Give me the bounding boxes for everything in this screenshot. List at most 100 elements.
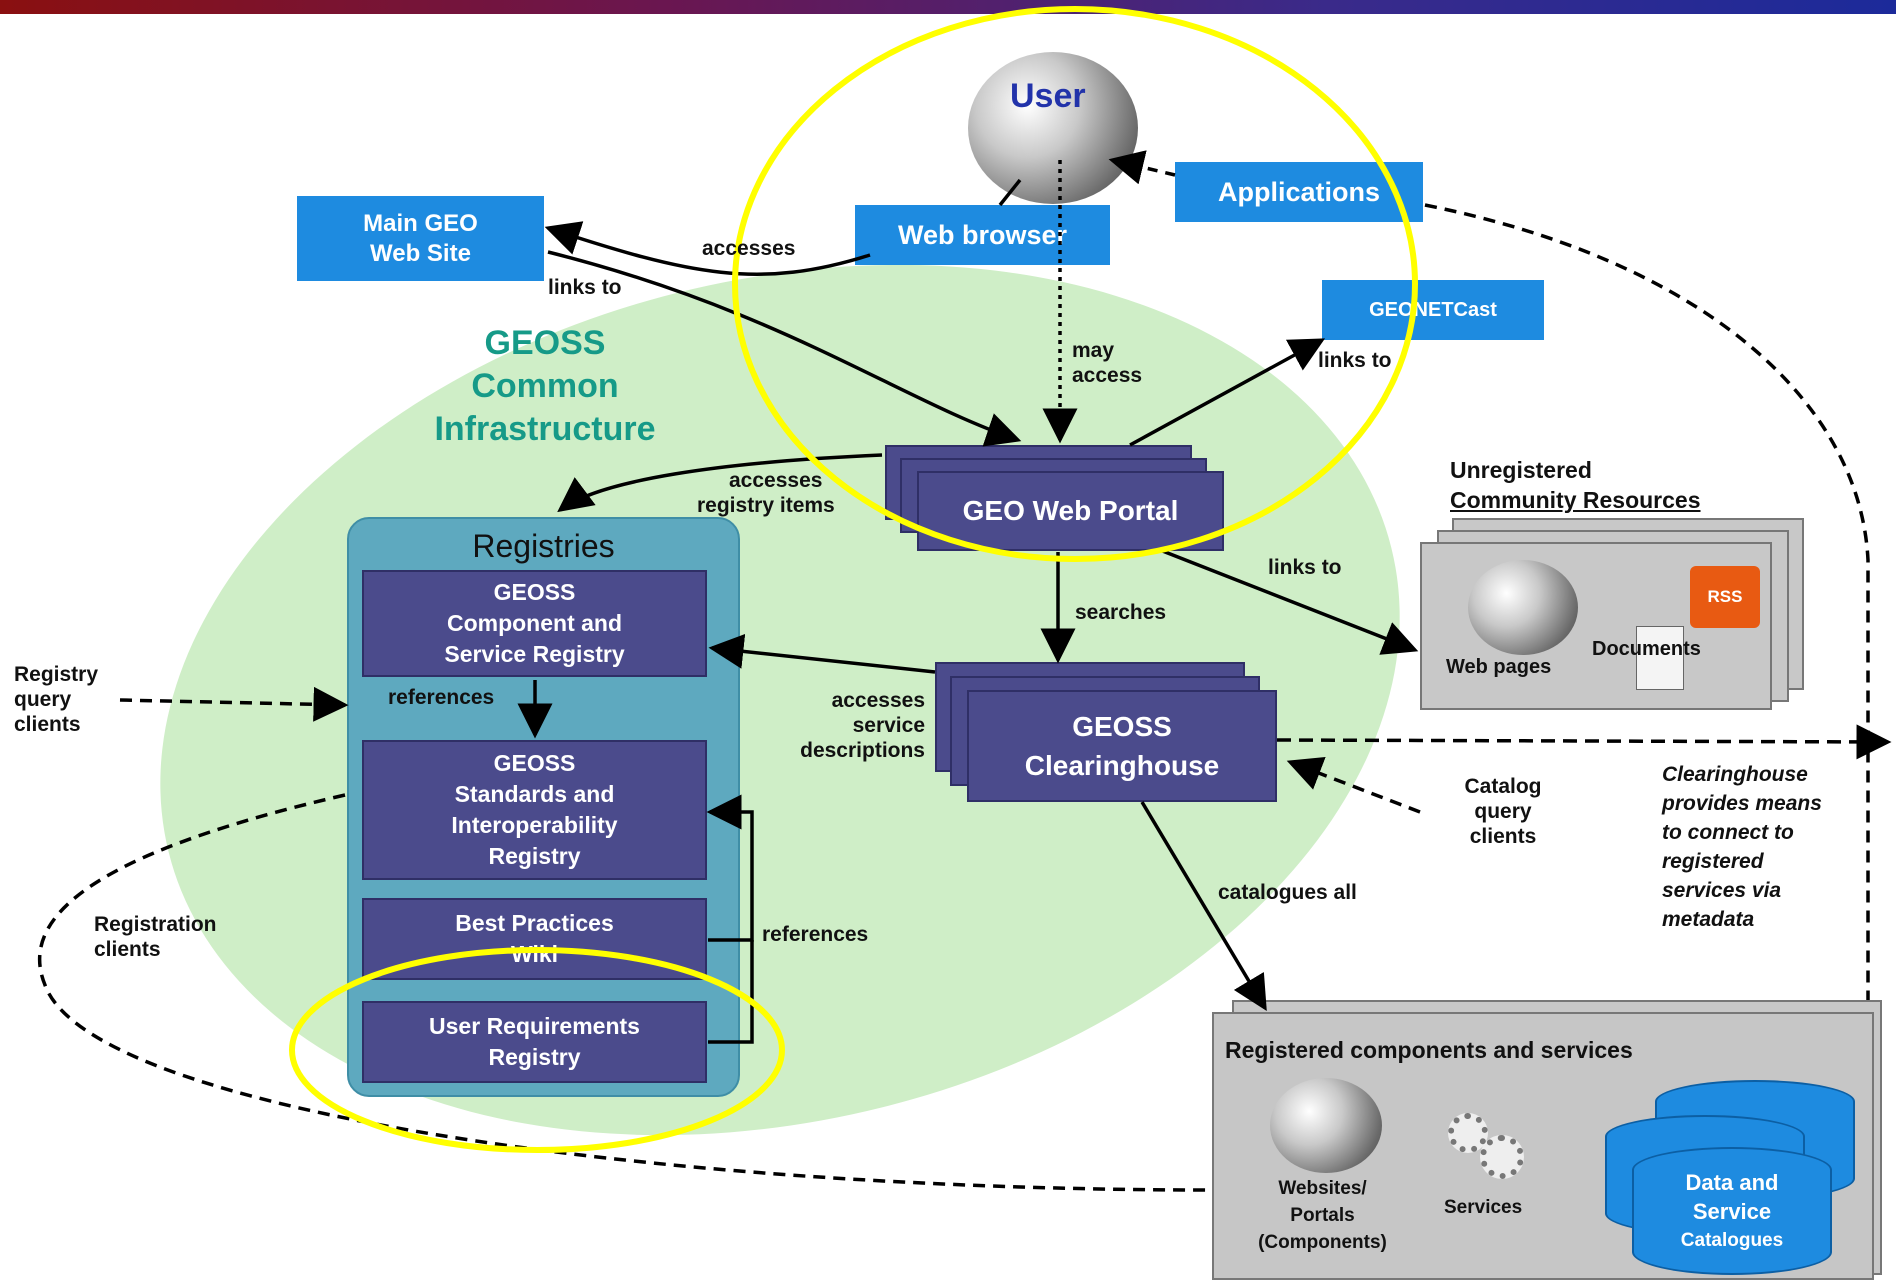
edge-registration-clients-loop (37, 793, 1211, 1192)
websites-globe-icon (1270, 1078, 1382, 1173)
edge-label-links-to-geonetcast: links to (1318, 349, 1392, 372)
user-requirements-registry-node: User Requirements Registry (362, 1001, 707, 1083)
label-line: query (14, 688, 72, 711)
node-line: Component and (446, 610, 623, 636)
web-pages-globe-icon (1468, 560, 1578, 655)
label-line: Data and (1685, 1169, 1779, 1195)
node-line: Interoperability (451, 812, 618, 838)
label-line: clients (14, 713, 81, 736)
edge-label-searches: searches (1075, 601, 1167, 624)
node-line: GEOSS (1072, 711, 1172, 742)
node-line: Registry (488, 1044, 581, 1070)
edge-browser-main-site (544, 221, 871, 276)
note-line: registered (1662, 850, 1764, 873)
edge-label-accesses-service-descriptions: accesses service descriptions (755, 688, 925, 763)
edge-portal-geonetcast (1129, 338, 1326, 447)
title-line: Unregistered (1450, 457, 1592, 483)
label-line: Websites/ (1278, 1178, 1367, 1199)
catalog-query-clients-label: Catalog query clients (1448, 774, 1558, 849)
title-line: Infrastructure (434, 410, 656, 448)
edge-label-references-2: references (762, 923, 869, 946)
label-line: Catalogues (1680, 1229, 1784, 1251)
label-line: service (852, 714, 925, 737)
edge-label-may-access: may access (1072, 338, 1142, 388)
registered-components-title: Registered components and services (1225, 1037, 1633, 1063)
geonetcast-node: GEONETCast (1322, 280, 1544, 340)
gear-icon (1480, 1135, 1524, 1179)
label-line: accesses (831, 689, 925, 712)
label-line: Registration (94, 913, 217, 936)
documents-label: Documents (1592, 638, 1701, 660)
node-line: Best Practices (455, 910, 614, 936)
label-line: may (1072, 339, 1115, 362)
highlight-user-requirements (289, 947, 785, 1153)
websites-portals-label: Websites/ Portals (Components) (1210, 1175, 1435, 1256)
edge-clearinghouse-catalogues (1140, 801, 1267, 1012)
data-service-catalogues-node: Data and Service Catalogues (1632, 1147, 1832, 1275)
note-line: services via (1662, 879, 1782, 902)
label-line: Service (1692, 1198, 1772, 1224)
node-line: Service Registry (444, 641, 625, 667)
edge-portal-registries (557, 453, 883, 513)
label-line: Registry (14, 663, 99, 686)
component-service-registry-node: GEOSS Component and Service Registry (362, 570, 707, 677)
node-line: Wiki (510, 941, 559, 967)
edge-label-accesses: accesses (702, 237, 796, 260)
geoss-clearinghouse-node: GEOSS Clearinghouse (967, 690, 1277, 802)
label-line: access (1072, 364, 1143, 387)
best-practices-wiki-node: Best Practices Wiki (362, 898, 707, 980)
web-pages-label: Web pages (1446, 656, 1552, 678)
node-line: GEOSS (493, 579, 576, 605)
edge-label-catalogues-all: catalogues all (1218, 881, 1357, 904)
label-line: Catalog (1464, 775, 1542, 798)
top-banner (0, 0, 1896, 14)
edge-label-links-to-main: links to (548, 276, 622, 299)
edge-applications-loop (1424, 203, 1870, 1000)
services-label: Services (1444, 1197, 1523, 1218)
title-line: Community Resources (1450, 487, 1701, 513)
unregistered-resources-title: Unregistered Community Resources (1450, 455, 1701, 515)
node-line: Clearinghouse (1024, 750, 1220, 781)
node-line: Main GEO (363, 209, 478, 237)
label-line: descriptions (800, 739, 925, 762)
registration-clients-label: Registration clients (94, 912, 217, 962)
title-line: Common (471, 367, 619, 405)
edge-registry-query-clients (119, 686, 349, 722)
label-line: (Components) (1258, 1232, 1387, 1253)
label-line: clients (94, 938, 161, 961)
edge-catalog-query-clients (1286, 756, 1421, 814)
registry-query-clients-label: Registry query clients (14, 662, 98, 737)
label-line: registry items (697, 494, 835, 517)
label-line: Portals (1290, 1205, 1355, 1226)
note-line: Clearinghouse (1662, 763, 1808, 786)
registries-title: Registries (472, 528, 615, 564)
label-line: query (1474, 800, 1532, 823)
node-line: GEOSS (493, 750, 576, 776)
node-line: Registry (488, 843, 581, 869)
node-line: Web Site (370, 239, 471, 267)
geoss-common-infrastructure-title: GEOSS Common Infrastructure (400, 322, 690, 451)
edge-references-bracket (706, 794, 754, 942)
title-line: GEOSS (484, 324, 606, 362)
label-line: clients (1469, 825, 1537, 848)
highlight-user-web-browser (732, 6, 1418, 562)
note-line: to connect to (1662, 821, 1794, 844)
node-line: Standards and (454, 781, 615, 807)
gear-icon (1448, 1113, 1488, 1153)
rss-icon: RSS (1690, 566, 1760, 628)
user-label: User (1010, 77, 1086, 115)
standards-interoperability-registry-node: GEOSS Standards and Interoperability Reg… (362, 740, 707, 880)
clearinghouse-note: Clearinghouse provides means to connect … (1662, 760, 1822, 934)
edge-label-accesses-registry-items: accesses registry items (697, 468, 835, 518)
edge-user-browser (998, 178, 1022, 207)
edge-portal-unregistered (1159, 548, 1419, 655)
edge-label-references-1: references (388, 686, 495, 709)
label-line: accesses (729, 469, 823, 492)
applications-node: Applications (1175, 162, 1423, 222)
note-line: metadata (1662, 908, 1755, 931)
edge-main-site-portal (547, 250, 1022, 447)
main-geo-web-site-node: Main GEO Web Site (297, 196, 544, 281)
edge-applications-user (1108, 150, 1176, 185)
edge-clearinghouse-component-registry (708, 633, 936, 674)
